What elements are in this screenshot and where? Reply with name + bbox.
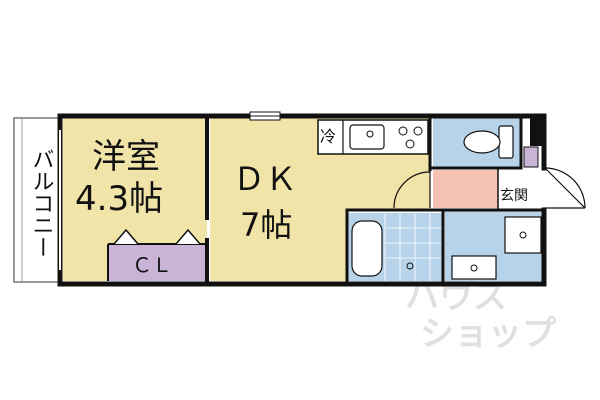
watermark: ハウス ショップ bbox=[405, 277, 556, 354]
balcony-label: バルコニー bbox=[29, 148, 54, 258]
bathtub-icon bbox=[351, 220, 383, 277]
hall bbox=[433, 170, 498, 208]
walls bbox=[57, 113, 547, 287]
stove-icon bbox=[398, 126, 423, 149]
western-room-size: 4.3帖 bbox=[75, 179, 163, 219]
toilet-icon bbox=[463, 125, 514, 159]
dark-wall-block bbox=[530, 116, 546, 146]
dk-size: 7帖 bbox=[240, 206, 292, 244]
sink-icon bbox=[349, 124, 385, 150]
watermark-line2: ショップ bbox=[420, 314, 556, 354]
washbasin-icon bbox=[451, 255, 497, 280]
bath-drain-icon bbox=[406, 262, 414, 270]
western-room-name: 洋室 bbox=[92, 137, 160, 177]
entrance-label: 玄関 bbox=[500, 187, 528, 204]
fridge-label: 冷 bbox=[320, 127, 336, 146]
dk-name: ＤＫ bbox=[233, 160, 297, 198]
bath-tile-grid bbox=[384, 213, 442, 281]
closet bbox=[108, 244, 205, 281]
washing-machine-icon bbox=[504, 216, 542, 254]
entrance bbox=[498, 170, 544, 208]
window bbox=[249, 111, 281, 121]
shoe-cabinet bbox=[523, 146, 539, 168]
door-icon bbox=[393, 167, 586, 209]
closet-label: ＣＬ bbox=[132, 253, 172, 277]
